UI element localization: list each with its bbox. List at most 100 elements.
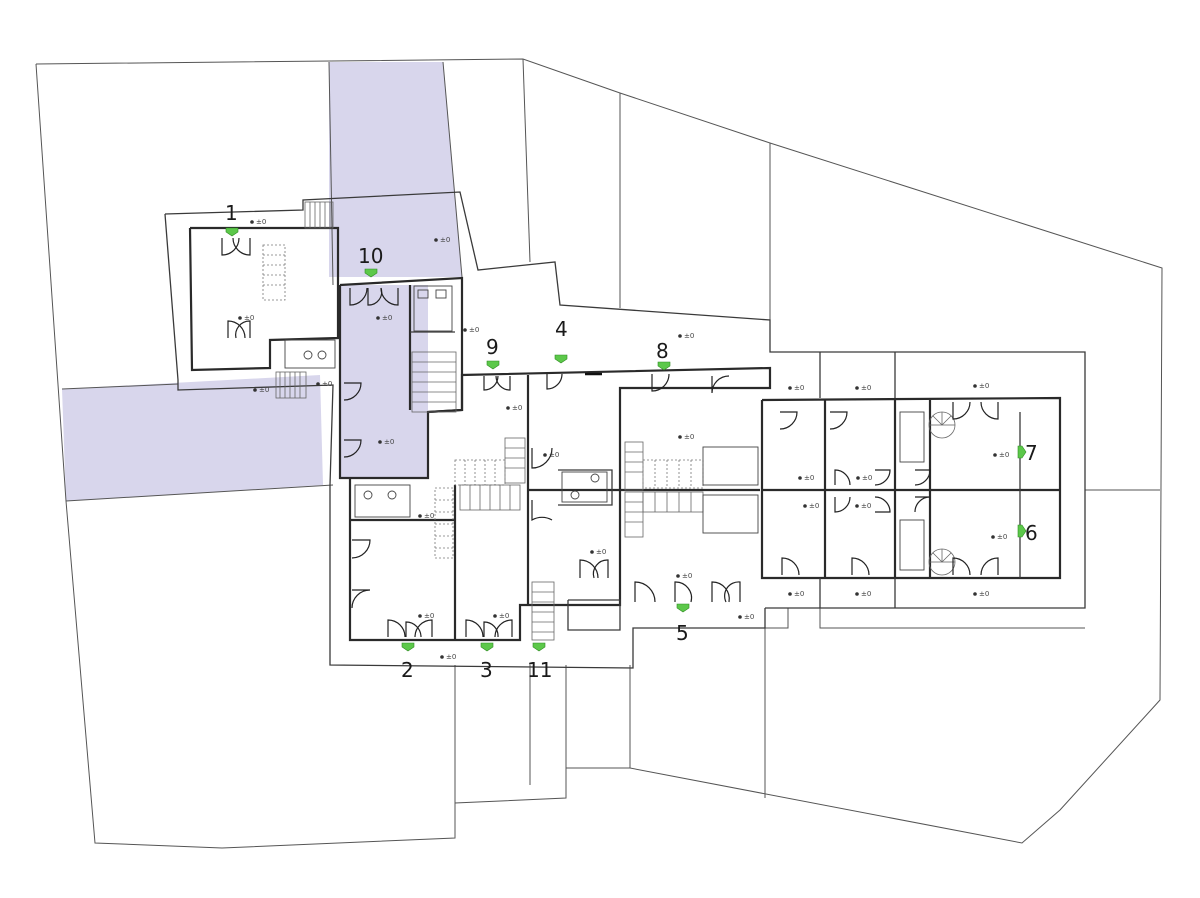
level-marker-icon: ±0	[590, 548, 606, 556]
level-marker-icon: ±0	[993, 451, 1009, 459]
level-marker-icon: ±0	[973, 382, 989, 390]
entrance-label-2: 2	[401, 658, 414, 682]
level-markers: ±0 ±0 ±0 ±0 ±0 ±0 ±0 ±0 ±0 ±0 ±0 ±0 ±0 ±…	[238, 218, 1009, 661]
spiral-staircase-icon	[928, 411, 956, 439]
entrance-label-7: 7	[1025, 441, 1038, 465]
svg-text:±0: ±0	[794, 590, 804, 598]
entrance-3[interactable]: 3	[480, 642, 494, 682]
door-swing-icon	[349, 287, 399, 306]
level-marker-icon: ±0	[856, 474, 872, 482]
level-marker-icon: ±0	[253, 386, 269, 394]
svg-text:±0: ±0	[549, 451, 559, 459]
door-swing-icon	[343, 382, 362, 401]
entrance-10[interactable]: 10	[358, 244, 383, 278]
door-swing-icon	[634, 581, 741, 603]
door-swing-icon	[531, 447, 553, 469]
entrance-1[interactable]: 1	[225, 201, 239, 237]
entrance-label-10: 10	[358, 244, 383, 268]
svg-text:±0: ±0	[684, 332, 694, 340]
entrance-label-6: 6	[1025, 521, 1038, 545]
level-marker-icon: ±0	[788, 590, 804, 598]
level-marker-icon: ±0	[463, 326, 479, 334]
entrance-9[interactable]: 9	[486, 335, 500, 370]
svg-text:±0: ±0	[999, 451, 1009, 459]
highlighted-zones	[62, 62, 462, 501]
level-marker-icon: ±0	[376, 314, 392, 322]
level-marker-icon: ±0	[855, 502, 871, 510]
staircase-icon	[434, 487, 454, 559]
svg-text:±0: ±0	[382, 314, 392, 322]
entrance-7[interactable]: 7	[1017, 441, 1038, 465]
entrance-arrow-icon	[657, 361, 671, 371]
entrance-arrow-icon	[1017, 524, 1027, 538]
door-swing-icon	[914, 469, 931, 513]
level-marker-icon: ±0	[678, 433, 694, 441]
door-swing-icon	[781, 557, 870, 576]
entrance-11[interactable]: 11	[527, 642, 552, 682]
entrance-8[interactable]: 8	[656, 339, 671, 371]
highlight-zone-north	[329, 62, 462, 277]
svg-text:±0: ±0	[861, 384, 871, 392]
door-swing-icon	[483, 375, 511, 391]
entrance-arrow-icon	[486, 360, 500, 370]
entrance-label-9: 9	[486, 335, 499, 359]
svg-text:±0: ±0	[424, 512, 434, 520]
entrance-label-4: 4	[555, 317, 568, 341]
entrance-4[interactable]: 4	[554, 317, 568, 364]
level-marker-icon: ±0	[855, 384, 871, 392]
svg-text:±0: ±0	[244, 314, 254, 322]
svg-text:±0: ±0	[794, 384, 804, 392]
door-swing-icon	[465, 619, 513, 638]
level-marker-icon: ±0	[991, 533, 1007, 541]
entrance-arrow-icon	[225, 227, 239, 237]
level-marker-icon: ±0	[418, 512, 434, 520]
svg-text:±0: ±0	[440, 236, 450, 244]
door-swing-icon	[651, 373, 730, 394]
level-marker-icon: ±0	[440, 653, 456, 661]
staircase-icon	[531, 581, 555, 641]
svg-text:±0: ±0	[596, 548, 606, 556]
fixtures	[284, 285, 925, 571]
level-marker-icon: ±0	[543, 451, 559, 459]
entrance-arrow-icon	[554, 354, 568, 364]
svg-text:±0: ±0	[804, 474, 814, 482]
level-marker-icon: ±0	[855, 590, 871, 598]
level-marker-icon: ±0	[676, 572, 692, 580]
door-swing-icon	[227, 320, 251, 339]
entrance-arrow-icon	[480, 642, 494, 652]
level-marker-icon: ±0	[493, 612, 509, 620]
entrance-arrow-icon	[401, 642, 415, 652]
level-marker-icon: ±0	[788, 384, 804, 392]
staircase-icon	[275, 371, 307, 399]
svg-text:±0: ±0	[384, 438, 394, 446]
door-swing-icon	[829, 411, 848, 430]
building-outline	[164, 191, 1086, 669]
entrance-arrow-icon	[1017, 445, 1027, 459]
door-swing-icon	[834, 469, 891, 486]
level-marker-icon: ±0	[798, 474, 814, 482]
staircase-icon	[624, 441, 704, 491]
level-marker-icon: ±0	[418, 612, 434, 620]
entrance-6[interactable]: 6	[1017, 521, 1038, 545]
door-swing-icon	[351, 539, 371, 559]
entrance-2[interactable]: 2	[401, 642, 415, 682]
svg-text:±0: ±0	[682, 572, 692, 580]
svg-text:±0: ±0	[744, 613, 754, 621]
door-swing-icon	[351, 589, 371, 609]
entrances: 1 10 9 4 8 7 6 5	[225, 201, 1038, 682]
level-marker-icon: ±0	[738, 613, 754, 621]
entrance-arrow-icon	[532, 642, 546, 652]
staircase-icon	[262, 244, 286, 301]
door-swing-icon	[221, 237, 251, 256]
door-swing-icon	[952, 401, 999, 420]
staircase-icon	[459, 484, 521, 511]
svg-text:±0: ±0	[424, 612, 434, 620]
entrance-label-1: 1	[225, 201, 238, 225]
svg-text:±0: ±0	[322, 380, 332, 388]
door-swing-icon	[834, 496, 891, 513]
svg-text:±0: ±0	[979, 590, 989, 598]
entrance-5[interactable]: 5	[676, 603, 690, 645]
svg-text:±0: ±0	[809, 502, 819, 510]
level-marker-icon: ±0	[250, 218, 266, 226]
